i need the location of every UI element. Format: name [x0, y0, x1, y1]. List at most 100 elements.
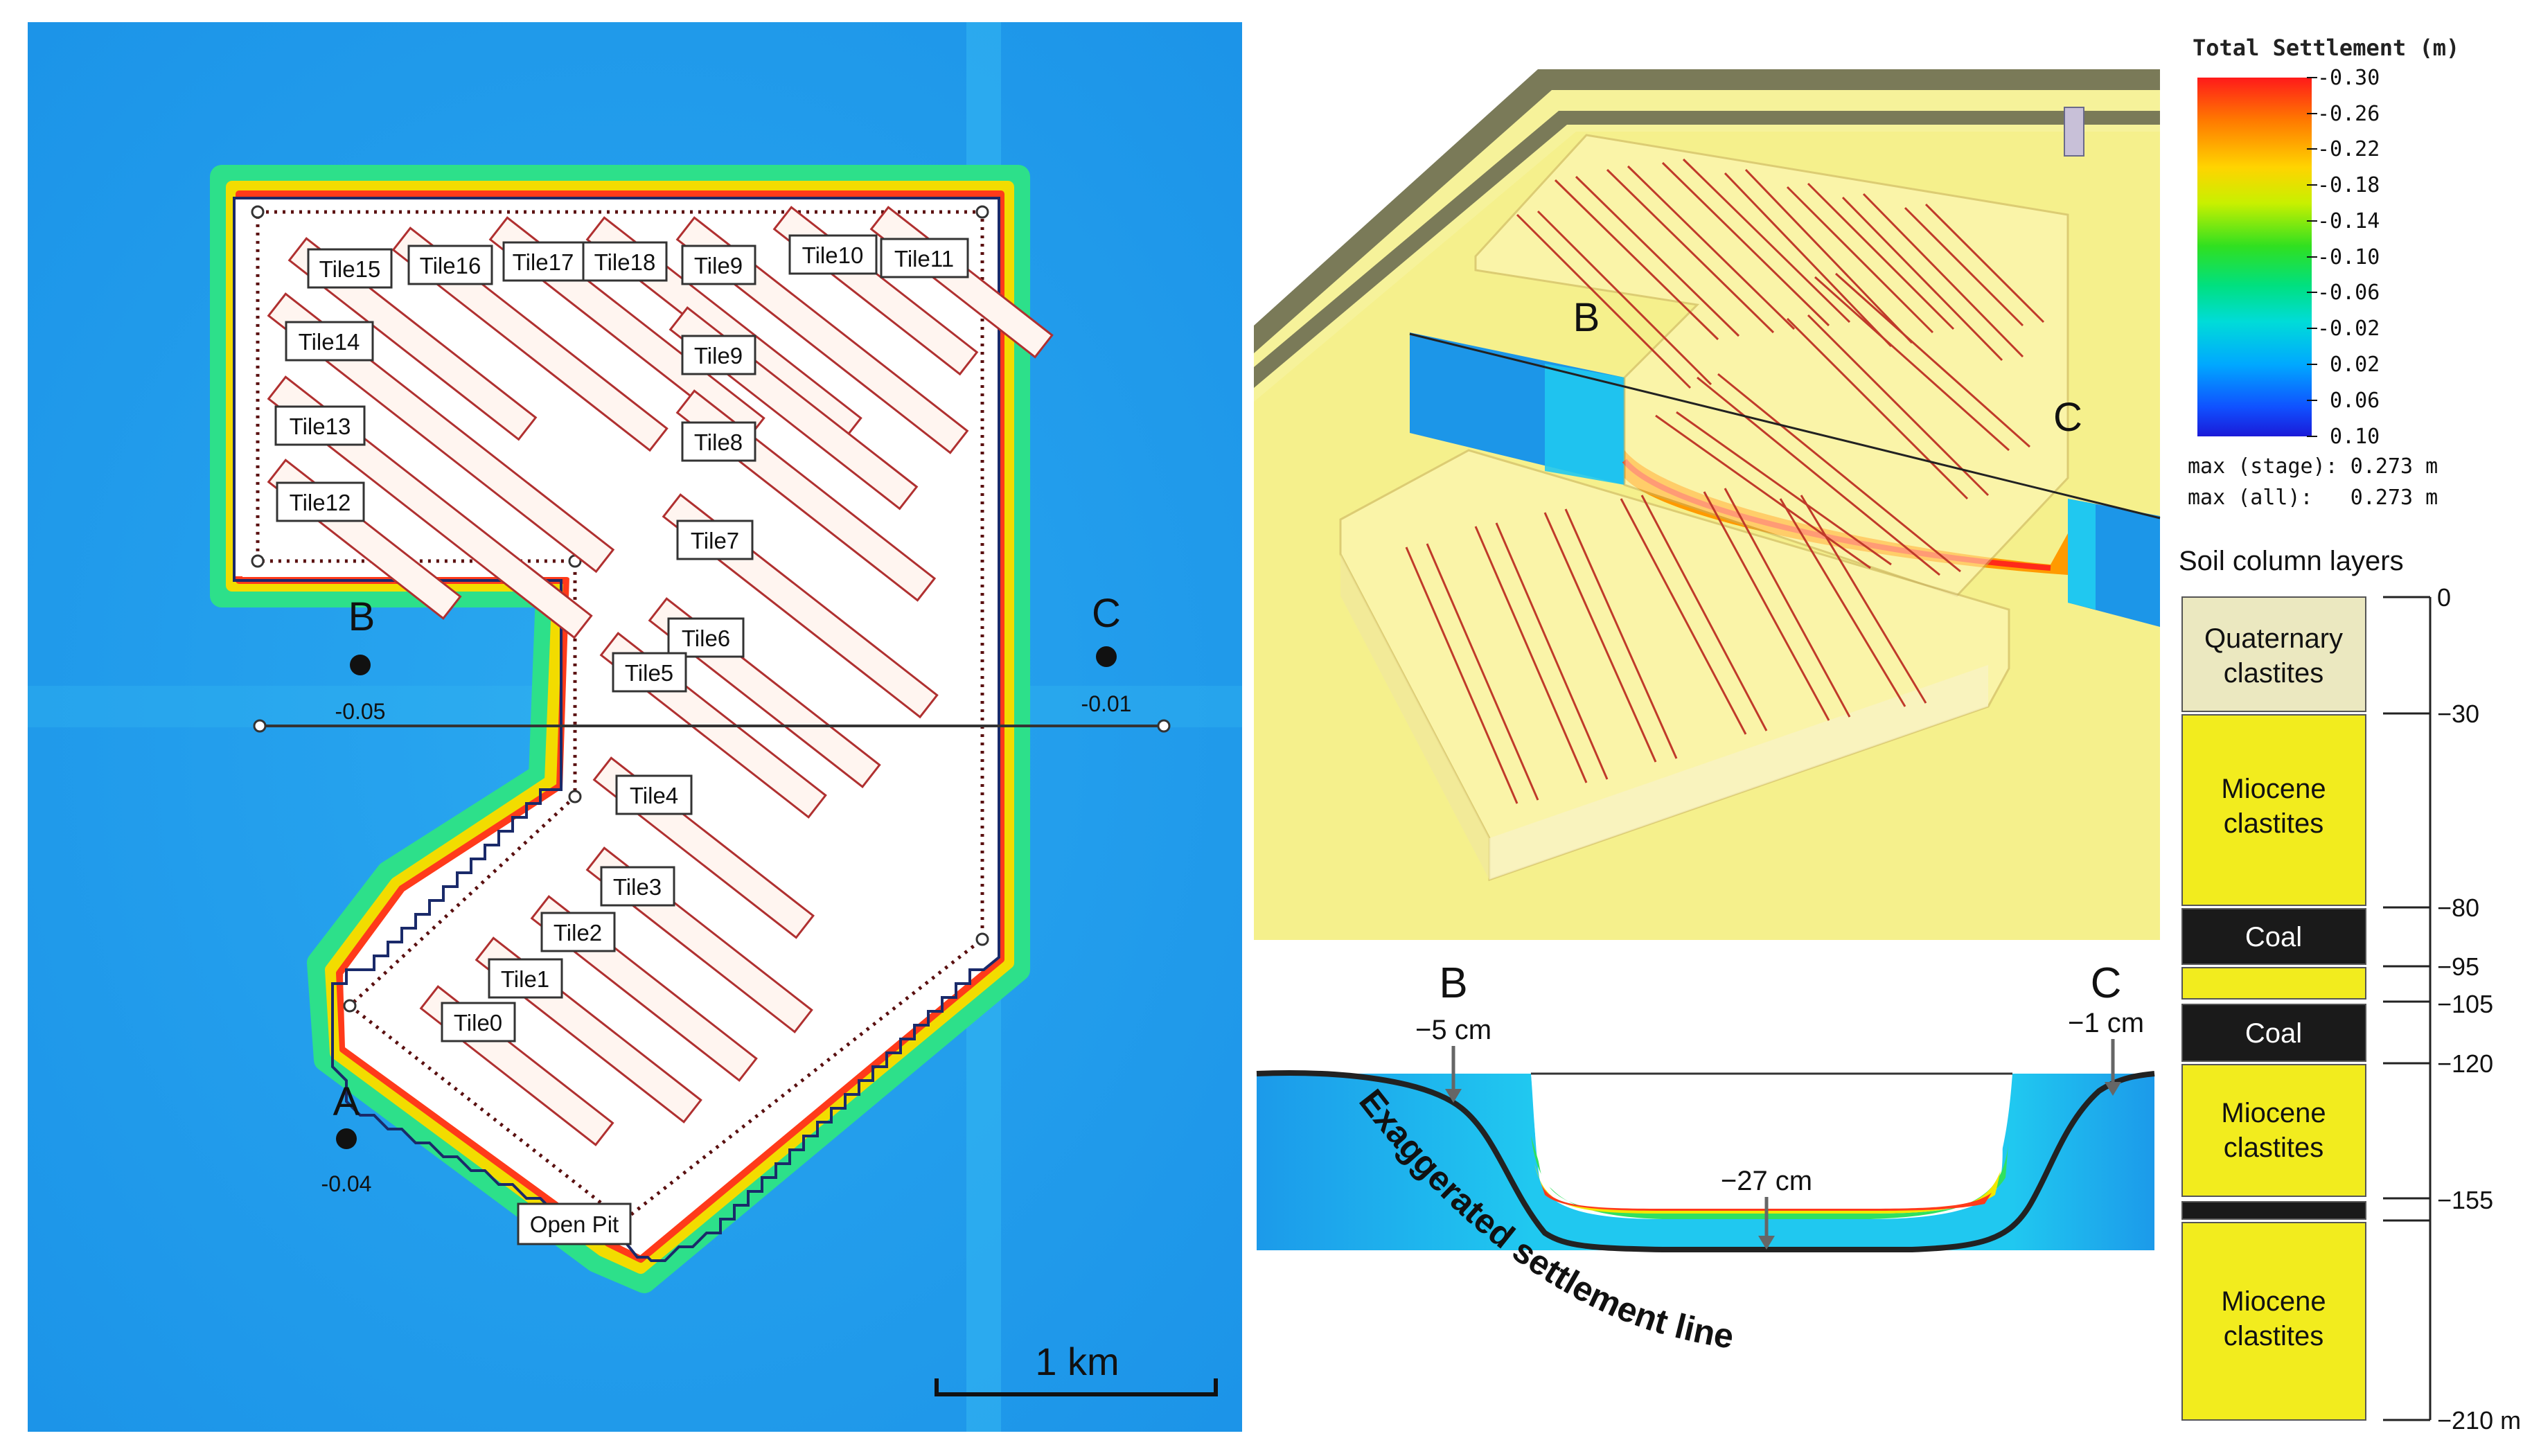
- section-arrowhead-c: [2105, 1082, 2121, 1096]
- svg-text:Tile3: Tile3: [613, 874, 662, 900]
- svg-text:-0.18: -0.18: [2317, 173, 2380, 197]
- svg-text:-0.10: -0.10: [2317, 245, 2380, 269]
- soil-layer-label: clastites: [2224, 1133, 2324, 1163]
- legend-max-stage: max (stage): 0.273 m: [2188, 454, 2438, 479]
- svg-text:Tile2: Tile2: [554, 920, 602, 945]
- soil-layer-label: Miocene: [2221, 1286, 2326, 1317]
- tile-label: Tile15: [307, 248, 393, 289]
- scale-bar: 1 km: [935, 1340, 1218, 1396]
- svg-text:Tile0: Tile0: [454, 1010, 502, 1036]
- soil-layer: [2181, 967, 2366, 1000]
- color-legend: Total Settlement (m) -0.30 -0.26 -0.22 -…: [2188, 35, 2459, 510]
- point-b: B -0.05: [335, 594, 386, 724]
- svg-text:Tile12: Tile12: [290, 490, 351, 515]
- depth-label: −105: [2437, 990, 2493, 1018]
- depth-label: −80: [2437, 894, 2479, 922]
- section-value-b: −5 cm: [1415, 1015, 1491, 1045]
- soil-layer: [2181, 1201, 2366, 1220]
- rim-wall-back: [1254, 69, 2160, 353]
- depth-labels: 0 −30 −80 −95 −105 −120 −155 −210 m: [2437, 583, 2521, 1435]
- section-line-3d: [1409, 332, 2161, 520]
- depth-label: −95: [2437, 952, 2479, 981]
- pit-box-lower-edge: [1340, 554, 1489, 880]
- tile-label: Tile12: [276, 481, 365, 522]
- svg-text:-0.14: -0.14: [2317, 209, 2380, 233]
- section-arrowhead-center: [1758, 1236, 1775, 1250]
- depth-ticks: [2383, 596, 2430, 1421]
- svg-text:Tile16: Tile16: [420, 253, 481, 278]
- svg-text:-0.26: -0.26: [2317, 102, 2380, 126]
- svg-text:Tile17: Tile17: [513, 249, 574, 275]
- point-a-value: -0.04: [321, 1171, 372, 1196]
- scale-bar-line: [935, 1378, 1218, 1396]
- soil-layer-label: Miocene: [2221, 774, 2326, 804]
- soil-layer-label: Miocene: [2221, 1098, 2326, 1128]
- svg-text:Tile11: Tile11: [894, 246, 954, 272]
- section-label-c: C: [2091, 959, 2122, 1007]
- tiles-3d: [1405, 158, 2045, 804]
- section-value-center: −27 cm: [1721, 1166, 1812, 1196]
- tile-label: Tile3: [600, 866, 675, 907]
- section-plane-left-light: [1545, 364, 1624, 485]
- soil-layer-label: Coal: [2245, 922, 2302, 952]
- plan-view: B -0.05 C -0.01 A -0.04 Tile15 Tile16 Ti…: [28, 22, 1242, 1432]
- point-a-label: A: [333, 1079, 360, 1124]
- tile-label: Tile2: [540, 912, 616, 952]
- depth-label: −120: [2437, 1049, 2493, 1078]
- point-b-value: -0.05: [335, 699, 386, 724]
- section-pit-void: [1531, 1074, 2012, 1205]
- soil-layer: Quaternary clastites: [2181, 596, 2366, 712]
- section-ground-left: [1257, 1074, 1531, 1250]
- view3d-label-b: B: [1573, 295, 1600, 340]
- point-a: A -0.04: [321, 1079, 372, 1196]
- tile-label: Tile5: [612, 652, 687, 693]
- soil-layer: Miocene clastites: [2181, 1064, 2366, 1197]
- svg-text:0.10: 0.10: [2330, 425, 2380, 449]
- soil-title: Soil column layers: [2179, 546, 2404, 576]
- tile-label: Tile13: [274, 405, 366, 446]
- pit-box-lower-front: [1489, 665, 1988, 880]
- soil-column: Soil column layers Quaternary clastites …: [2179, 546, 2521, 1435]
- tile-label: Tile18: [582, 241, 668, 282]
- svg-text:Tile9: Tile9: [694, 253, 743, 278]
- svg-text:Tile6: Tile6: [682, 625, 730, 651]
- soil-layer: Coal: [2181, 1004, 2366, 1062]
- svg-text:Tile18: Tile18: [594, 249, 656, 275]
- soil-layer-label: clastites: [2224, 658, 2324, 689]
- svg-text:Tile8: Tile8: [694, 429, 743, 455]
- legend-colorbar: [2197, 78, 2312, 436]
- tile-label: Tile17: [502, 241, 585, 282]
- svg-text:Tile9: Tile9: [694, 343, 743, 369]
- soil-layer: Miocene clastites: [2181, 1222, 2366, 1421]
- point-a-marker: [336, 1128, 357, 1149]
- point-b-label: B: [348, 594, 375, 639]
- rim-wall-back-2: [1254, 111, 2160, 388]
- legend-ticks: -0.30 -0.26 -0.22 -0.18 -0.14 -0.10 -0.0…: [2307, 66, 2380, 449]
- point-c: C -0.01: [1081, 591, 1132, 716]
- tile-label: Tile9: [681, 335, 756, 375]
- section-ground-right: [2012, 1074, 2154, 1250]
- pit-boundary-dotted: [256, 210, 984, 1223]
- tile-label: Tile10: [788, 234, 878, 275]
- svg-text:Tile10: Tile10: [802, 242, 864, 268]
- svg-text:-0.02: -0.02: [2317, 317, 2380, 341]
- settlement-line: [1256, 1070, 2155, 1252]
- point-c-label: C: [1092, 591, 1121, 636]
- svg-text:-0.06: -0.06: [2317, 281, 2380, 305]
- tile-label: Tile16: [407, 245, 493, 285]
- section-arrowhead-b: [1445, 1089, 1462, 1103]
- point-c-value: -0.01: [1081, 691, 1132, 716]
- tile-label: Tile9: [681, 245, 756, 285]
- svg-text:-0.30: -0.30: [2317, 66, 2380, 90]
- tile-label: Tile11: [880, 238, 969, 278]
- soil-layer: Coal: [2181, 908, 2366, 965]
- tile-labels: Tile15 Tile16 Tile17 Tile18 Tile9 Tile10…: [274, 234, 969, 1245]
- svg-text:-0.22: -0.22: [2317, 137, 2380, 161]
- cross-section: B −5 cm C −1 cm −27 cm Exaggerated settl…: [1256, 959, 2155, 1356]
- tile-label: Tile14: [285, 321, 374, 362]
- section-line-end: [1157, 719, 1171, 733]
- svg-text:Tile15: Tile15: [319, 256, 381, 282]
- svg-text:0.02: 0.02: [2330, 353, 2380, 377]
- section-plane-right-light: [2068, 499, 2096, 610]
